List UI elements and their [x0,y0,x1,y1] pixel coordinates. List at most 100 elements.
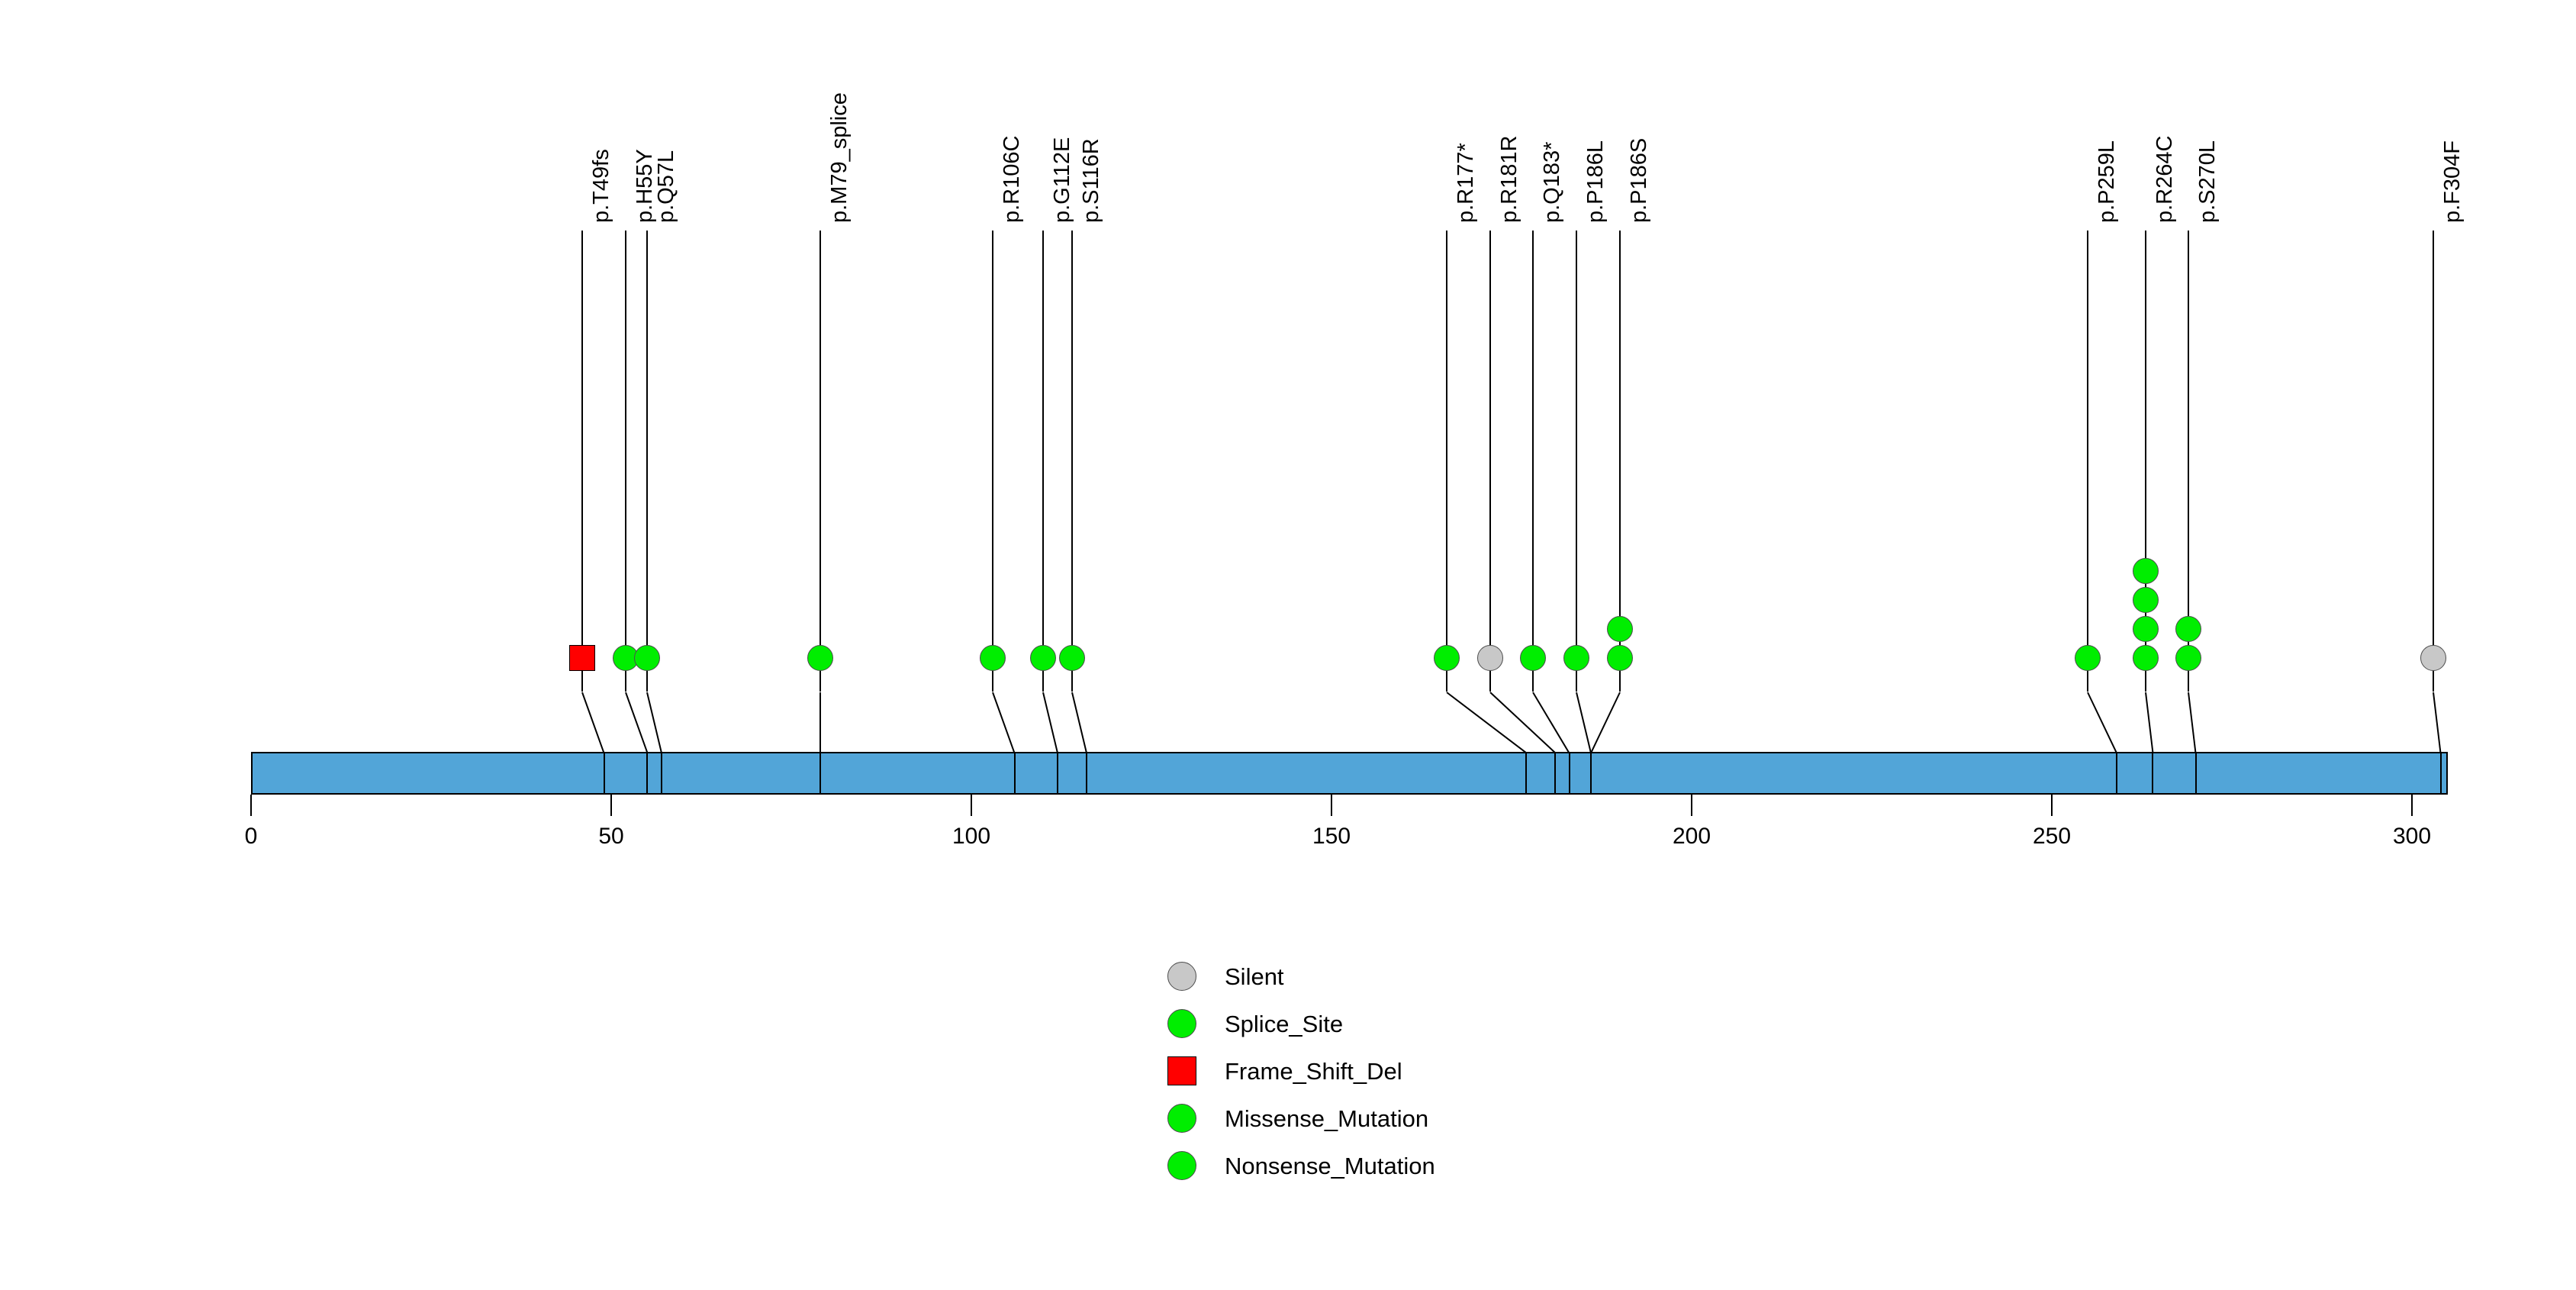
legend-label: Splice_Site [1225,1011,1344,1037]
mutation-marker[interactable] [1563,645,1589,671]
mutation-marker[interactable] [2132,587,2159,613]
mutation-marker[interactable] [1030,645,1057,671]
lollipop-bar-marker [646,752,649,795]
legend-label: Frame_Shift_Del [1225,1058,1402,1085]
lollipop-bar-marker [2194,752,2197,795]
lollipop-connector [1446,692,1527,753]
axis-tick [610,795,612,816]
mutation-marker[interactable] [2075,645,2101,671]
lollipop-stem [992,231,994,692]
mutation-label: p.R106C [1000,135,1025,223]
mutation-marker[interactable] [2132,558,2159,584]
lollipop-connector [1489,692,1556,753]
lollipop-bar-marker [1086,752,1088,795]
legend-label: Silent [1225,963,1284,990]
lollipop-stem [2144,231,2146,692]
lollipop-bar-marker [819,752,821,795]
lollipop-connector [2087,692,2117,753]
lollipop-stem [1575,231,1577,692]
lollipop-bar-marker [603,752,605,795]
mutation-label: p.G112E [1050,137,1075,223]
mutation-marker[interactable] [2132,616,2159,642]
legend-swatch-icon [1167,1056,1196,1085]
legend-label: Missense_Mutation [1225,1105,1429,1132]
mutation-marker[interactable] [2132,645,2159,671]
lollipop-bar-marker [2439,752,2442,795]
axis-tick [971,795,972,816]
lollipop-stem [2433,231,2435,692]
lollipop-bar-marker [1589,752,1592,795]
mutation-marker[interactable] [1606,616,1633,642]
mutation-label: p.Q183* [1540,141,1565,223]
lollipop-connector [581,692,605,753]
mutation-marker[interactable] [1606,645,1633,671]
mutation-label: p.R181R [1496,135,1521,223]
legend-label: Nonsense_Mutation [1225,1153,1435,1179]
mutation-marker[interactable] [569,645,596,671]
protein-backbone-bar [251,752,2449,795]
axis-tick-label: 300 [2392,824,2432,849]
lollipop-bar-marker [661,752,663,795]
mutation-marker[interactable] [2420,645,2447,671]
axis-tick [250,795,252,816]
mutation-marker[interactable] [2175,616,2202,642]
lollipop-bar-marker [1057,752,1059,795]
axis-tick [1691,795,1692,816]
axis-tick-label: 50 [598,824,624,849]
lollipop-connector [992,692,1016,753]
mutation-marker[interactable] [634,645,661,671]
lollipop-connector [1589,692,1621,753]
mutation-marker[interactable] [1059,645,1086,671]
lollipop-bar-marker [1525,752,1527,795]
lollipop-bar-marker [1013,752,1016,795]
lollipop-connector [1532,692,1570,753]
lollipop-stem [1489,231,1491,692]
lollipop-stem [1042,231,1045,692]
mutation-label: p.T49fs [589,149,614,223]
mutation-marker[interactable] [980,645,1006,671]
axis-tick-label: 250 [2032,824,2072,849]
legend-swatch-icon [1167,1104,1196,1133]
mutation-label: p.M79_splice [826,92,852,223]
lollipop-connector [1042,692,1059,753]
lollipop-connector [1071,692,1088,753]
mutation-label: p.P186L [1583,140,1608,223]
mutation-label: p.R177* [1454,143,1479,223]
axis-tick-label: 150 [1312,824,1351,849]
lollipop-stem [1532,231,1534,692]
mutation-marker[interactable] [2175,645,2202,671]
lollipop-stem [2188,231,2190,692]
lollipop-connector [2188,692,2197,753]
lollipop-connector [646,692,663,753]
lollipop-stem [646,231,649,692]
legend-swatch-icon [1167,962,1196,991]
legend-swatch-icon [1167,1009,1196,1038]
mutation-label: p.F304F [2440,140,2465,223]
lollipop-bar-marker [2152,752,2154,795]
mutation-label: p.Q57L [654,150,679,223]
mutation-marker[interactable] [1520,645,1547,671]
lollipop-stem [1618,231,1621,692]
legend-swatch-icon [1167,1151,1196,1180]
mutation-marker[interactable] [1476,645,1503,671]
lollipop-connector [2144,692,2154,753]
mutation-label: p.H55Y [632,149,657,223]
lollipop-stem [2087,231,2089,692]
lollipop-stem [1446,231,1448,692]
lollipop-bar-marker [2115,752,2117,795]
lollipop-connector [624,692,649,753]
mutation-label: p.S270L [2195,140,2220,223]
mutation-label: p.R264C [2152,135,2177,223]
axis-tick-label: 0 [244,824,258,849]
axis-tick [2051,795,2053,816]
lollipop-stem [624,231,626,692]
mutation-label: p.S116R [1079,138,1104,223]
axis-tick [1331,795,1332,816]
lollipop-stem [1071,231,1074,692]
mutation-marker[interactable] [1434,645,1460,671]
lollipop-connector [2433,692,2442,753]
mutation-label: p.P186S [1626,137,1651,223]
axis-tick-label: 100 [952,824,991,849]
lollipop-connector [1575,692,1592,753]
mutation-marker[interactable] [807,645,833,671]
